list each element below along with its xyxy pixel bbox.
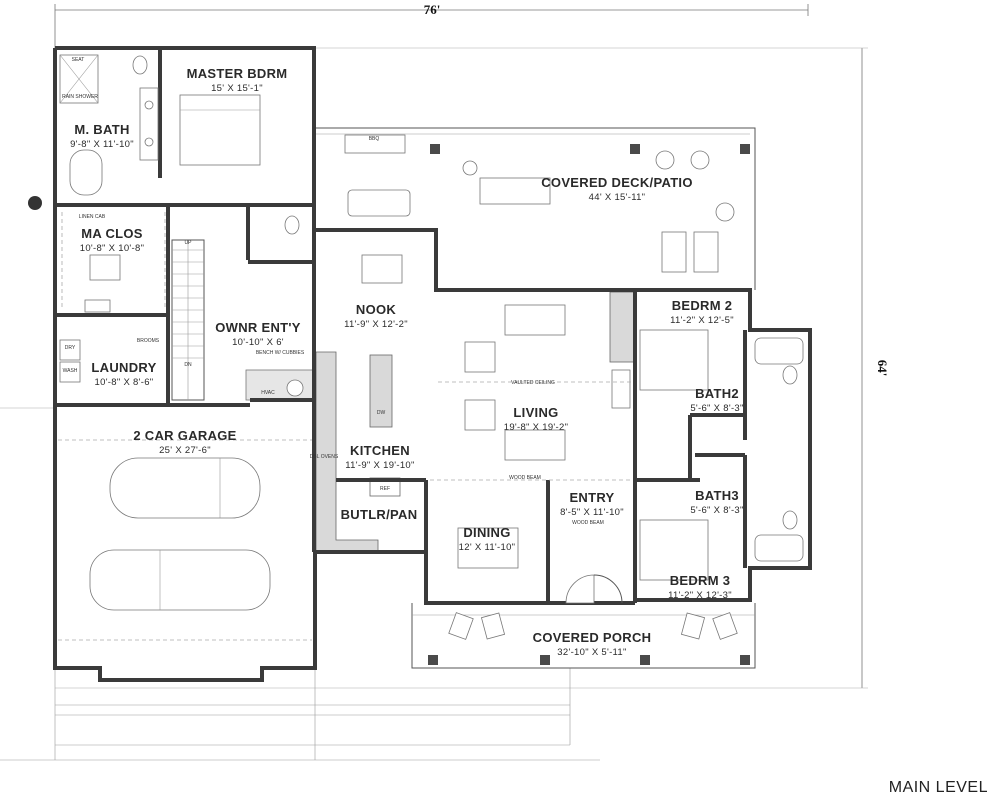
bbq-label: BBQ <box>369 136 380 142</box>
stairs-up-label: UP <box>185 240 193 246</box>
depth-dimension: 64' <box>875 360 890 377</box>
room-labels: MASTER BDRM 15' X 15'-1" M. BATH 9'-8" X… <box>70 66 743 658</box>
dw-label: DW <box>377 410 386 416</box>
car-icon <box>89 457 271 611</box>
ref-label: REF <box>380 486 390 492</box>
garage-name: 2 CAR GARAGE <box>133 428 236 443</box>
wood-beam-living-label: WOOD BEAM <box>509 475 541 481</box>
brooms-label: BROOMS <box>137 338 160 344</box>
laundry-name: LAUNDRY <box>91 360 156 375</box>
ownr-enty-size: 10'-10" X 6' <box>232 337 284 348</box>
wood-beam-entry-label: WOOD BEAM <box>572 520 604 526</box>
bench-label: BENCH W/ CUBBIES <box>256 350 305 356</box>
kitchen-counters <box>245 291 635 553</box>
seat-label: SEAT <box>72 57 85 63</box>
kitchen-size: 11'-9" X 19'-10" <box>345 460 414 471</box>
dryer-label: DRY <box>65 345 76 351</box>
width-dimension: 76' <box>424 2 441 17</box>
m-bath-name: M. BATH <box>74 122 129 137</box>
dining-name: DINING <box>463 525 510 540</box>
entry-name: ENTRY <box>569 490 614 505</box>
entry-size: 8'-5" X 11'-10" <box>560 507 624 518</box>
covered-porch-size: 32'-10" X 5'-11" <box>557 647 626 658</box>
covered-deck-name: COVERED DECK/PATIO <box>541 175 693 190</box>
nook-name: NOOK <box>356 302 397 317</box>
dining-size: 12' X 11'-10" <box>459 542 516 553</box>
laundry-size: 10'-8" X 8'-6" <box>95 377 154 388</box>
covered-porch-name: COVERED PORCH <box>533 630 652 645</box>
level-label: MAIN LEVEL <box>888 779 988 796</box>
ownr-enty-name: OWNR ENT'Y <box>215 320 301 335</box>
staircase <box>171 239 205 401</box>
bath2-name: BATH2 <box>695 386 739 401</box>
dbl-oven-label: DBL OVENS <box>310 454 339 460</box>
living-name: LIVING <box>513 405 558 420</box>
bath3-name: BATH3 <box>695 488 739 503</box>
rain-shower-label: RAIN SHOWER <box>62 94 98 100</box>
bedrm2-name: BEDRM 2 <box>672 298 733 313</box>
covered-deck <box>28 127 756 290</box>
hvac-label: HVAC <box>261 390 275 396</box>
vaulted-ceiling-label: VAULTED CEILING <box>511 380 555 386</box>
master-bdrm-name: MASTER BDRM <box>187 66 288 81</box>
kitchen-name: KITCHEN <box>350 443 410 458</box>
bath3-size: 5'-6" X 8'-3" <box>690 505 743 516</box>
butlr-pan-name: BUTLR/PAN <box>341 507 418 522</box>
ma-clos-name: MA CLOS <box>81 226 143 241</box>
master-bdrm-size: 15' X 15'-1" <box>211 83 263 94</box>
bath2-size: 5'-6" X 8'-3" <box>690 403 743 414</box>
m-bath-size: 9'-8" X 11'-10" <box>70 139 134 150</box>
living-size: 19'-8" X 19'-2" <box>504 422 569 433</box>
driveway-lines <box>0 668 600 761</box>
stairs-down-label: DN <box>184 362 192 368</box>
covered-deck-size: 44' X 15'-11" <box>589 192 646 203</box>
ma-clos-size: 10'-8" X 10'-8" <box>80 243 145 254</box>
washer-label: WASH <box>63 368 78 374</box>
small-annotations: SEAT RAIN SHOWER LINEN CAB BROOMS BENCH … <box>62 57 604 526</box>
dimension-lines <box>0 4 868 689</box>
bedrm3-name: BEDRM 3 <box>670 573 731 588</box>
bedrm3-size: 11'-2" X 12'-3" <box>668 590 732 601</box>
garage-size: 25' X 27'-6" <box>159 445 211 456</box>
bedrm2-size: 11'-2" X 12'-5" <box>670 315 734 326</box>
covered-porch <box>411 603 756 669</box>
walls <box>53 46 812 682</box>
linen-cab-label: LINEN CAB <box>79 214 106 220</box>
fixtures <box>58 54 804 641</box>
nook-size: 11'-9" X 12'-2" <box>344 319 408 330</box>
